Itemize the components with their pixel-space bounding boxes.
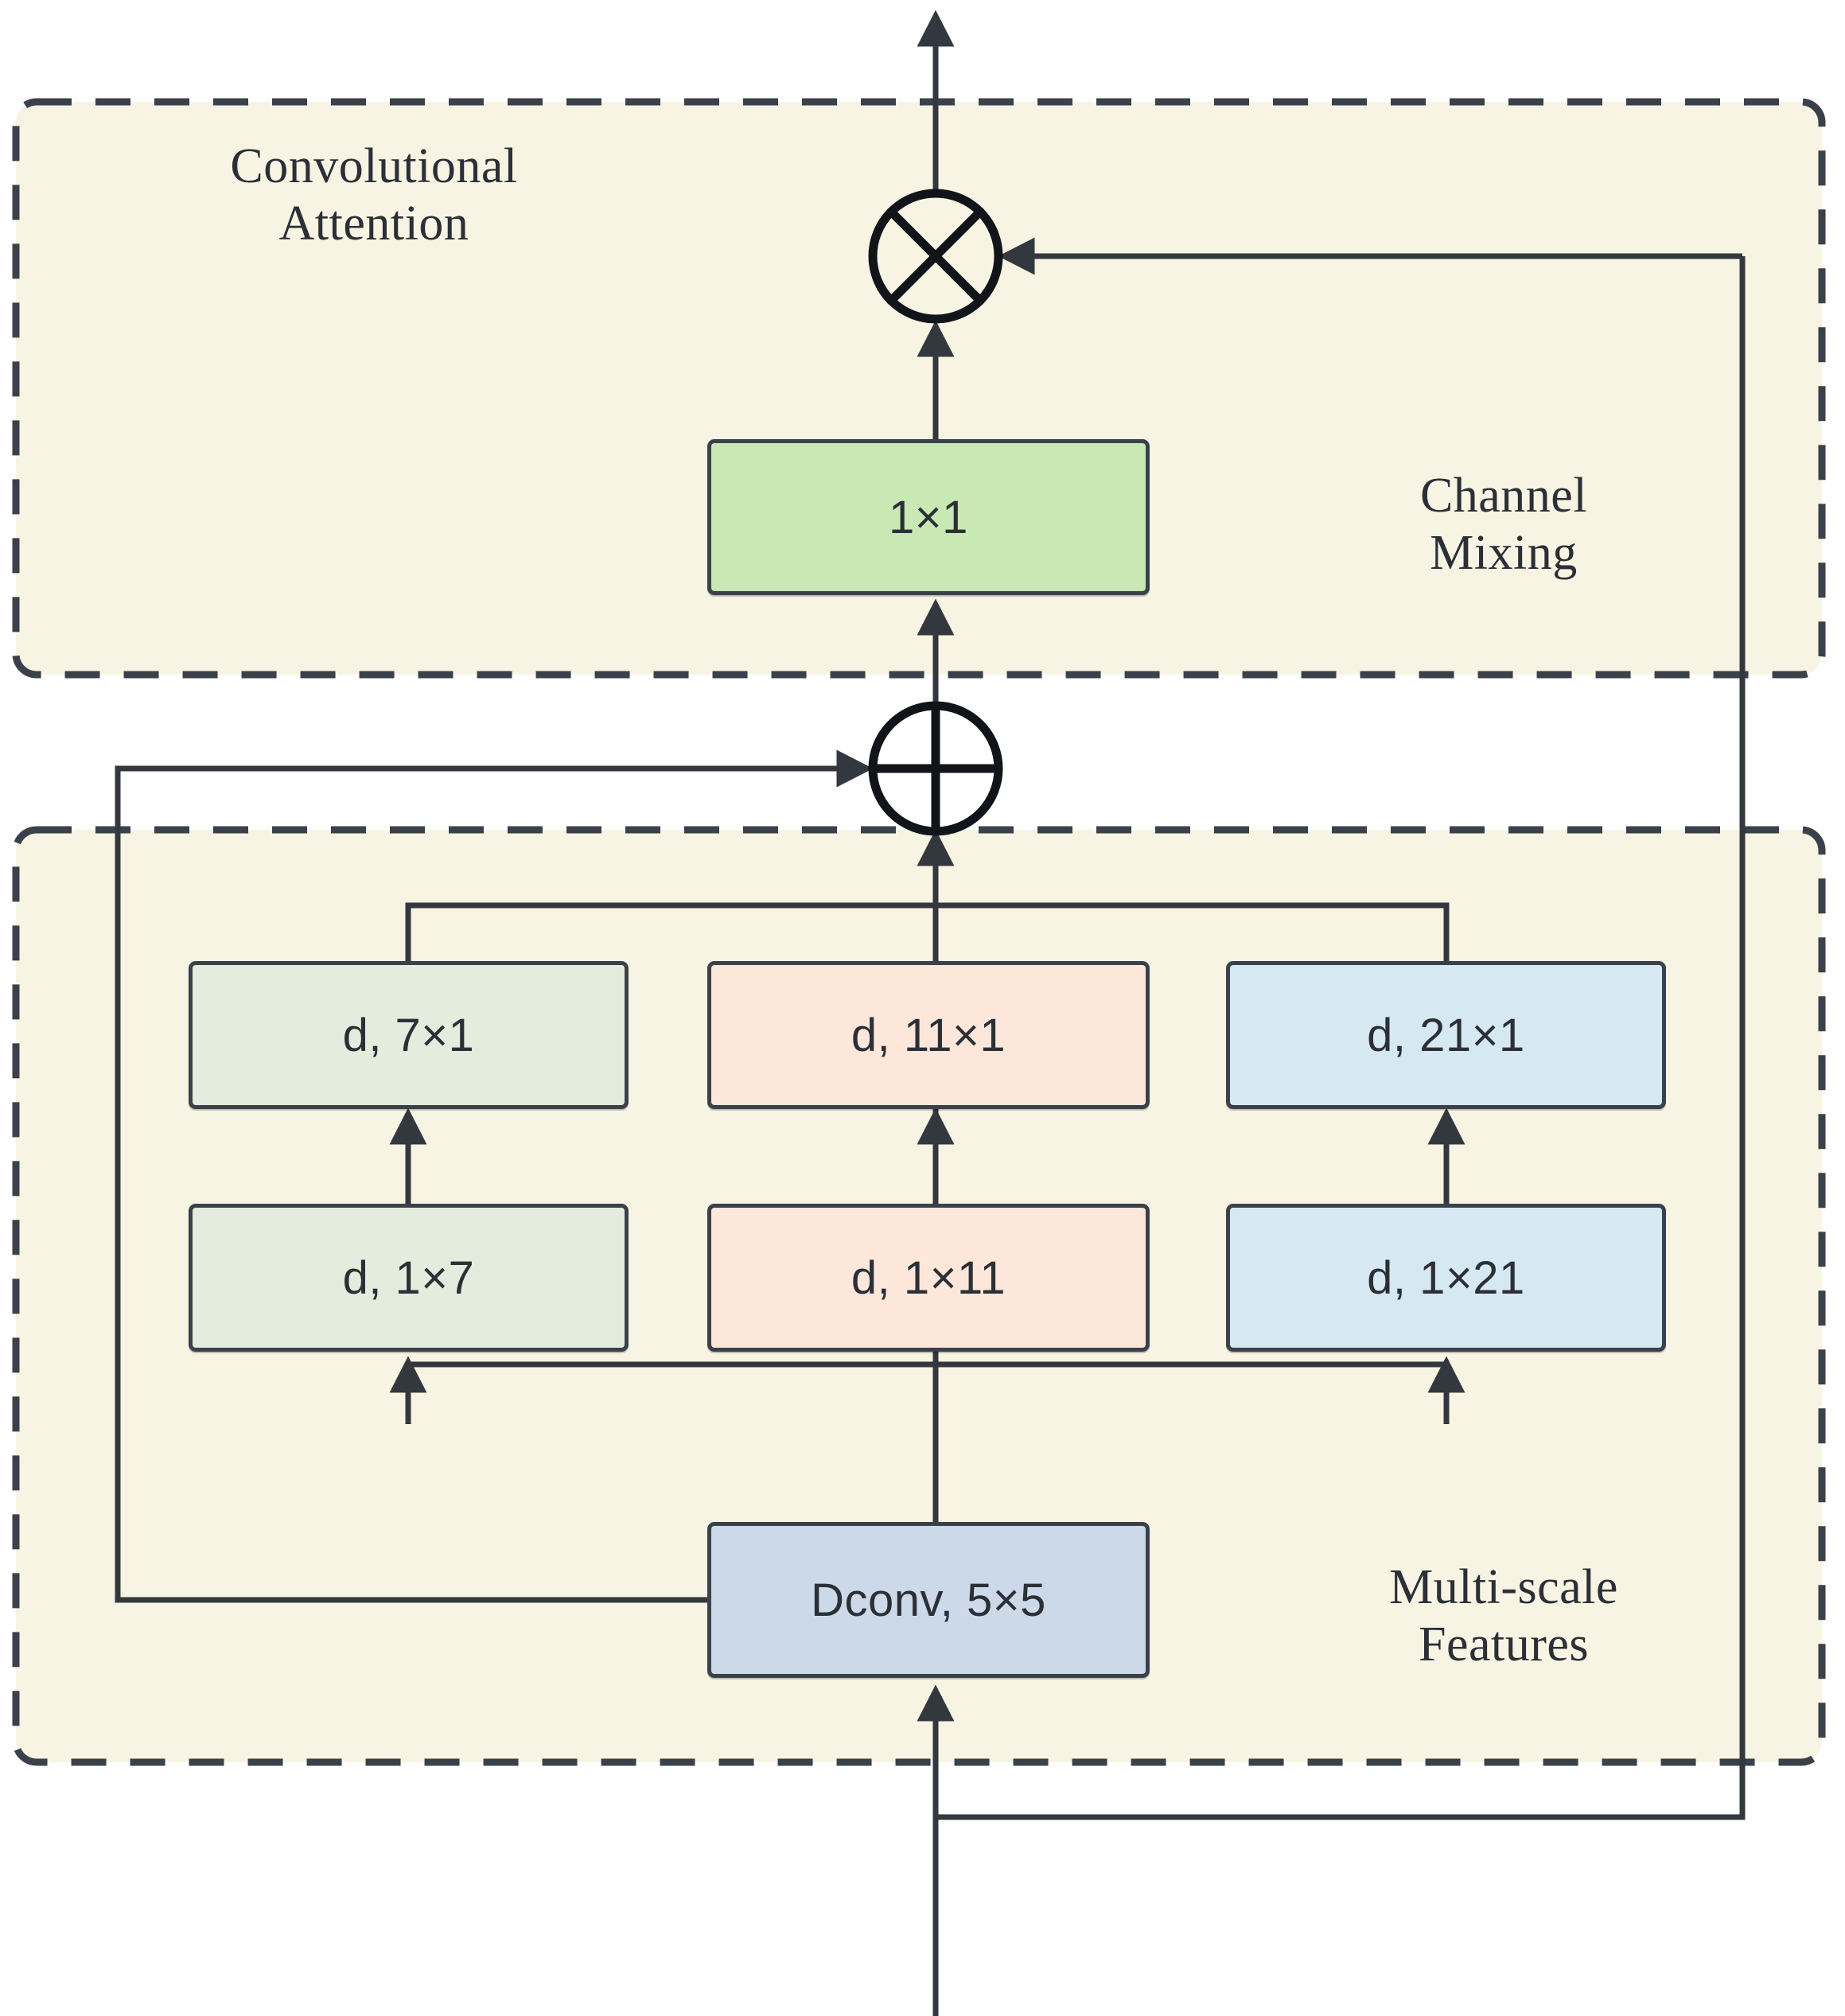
- node-label: d, 7×1: [342, 1009, 475, 1061]
- node-label: d, 21×1: [1367, 1009, 1525, 1061]
- group-label-channel-mixing: Channel Mixing: [1419, 469, 1588, 580]
- node-dconv-1x7[interactable]: d, 1×7: [189, 1204, 629, 1352]
- node-conv-1x1[interactable]: 1×1: [707, 439, 1150, 595]
- node-dconv-5x5[interactable]: Dconv, 5×5: [707, 1522, 1150, 1678]
- node-label: d, 11×1: [850, 1009, 1006, 1061]
- edge-branch-merge-bus: [405, 902, 1450, 961]
- connector-group: [115, 10, 1746, 2016]
- multiply-cross-icon: [886, 207, 985, 306]
- node-label: d, 1×7: [342, 1251, 475, 1304]
- edge-dconv5x5-skip-to-add: [115, 749, 874, 1603]
- group-label-multi-scale-features: Multi-scale Features: [1389, 1560, 1618, 1672]
- node-label: d, 1×21: [1367, 1251, 1525, 1304]
- group-panel-convolutional-attention: [12, 98, 1826, 679]
- plus-cross-icon: [873, 706, 998, 831]
- edge-input-skip-rail: [936, 256, 1746, 1820]
- node-label: 1×1: [889, 491, 968, 543]
- node-dconv-11x1[interactable]: d, 11×1: [707, 961, 1150, 1109]
- multiply-node[interactable]: [868, 189, 1003, 324]
- node-dconv-1x21[interactable]: d, 1×21: [1226, 1204, 1666, 1352]
- node-label: d, 1×11: [850, 1251, 1006, 1304]
- node-dconv-21x1[interactable]: d, 21×1: [1226, 961, 1666, 1109]
- node-label: Dconv, 5×5: [811, 1574, 1046, 1626]
- add-node[interactable]: [868, 701, 1003, 836]
- node-dconv-7x1[interactable]: d, 7×1: [189, 961, 629, 1109]
- group-label-convolutional-attention: Convolutional Attention: [230, 139, 518, 251]
- node-dconv-1x11[interactable]: d, 1×11: [707, 1204, 1150, 1352]
